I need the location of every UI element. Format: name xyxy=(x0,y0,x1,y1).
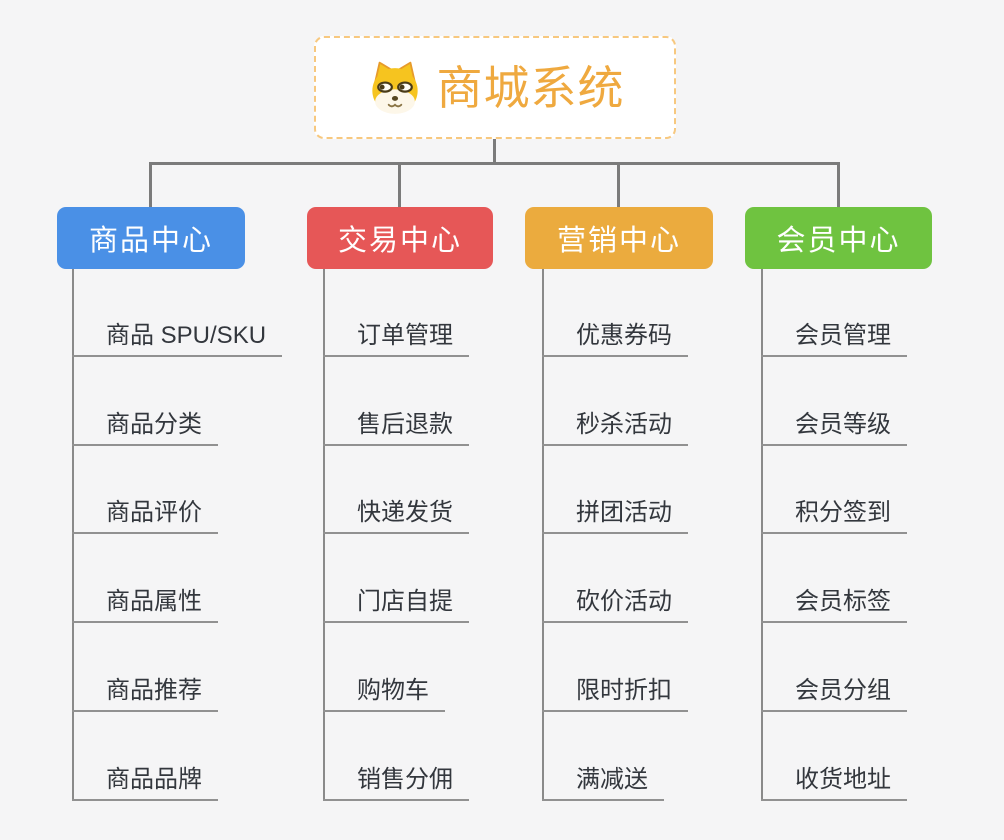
leaf-node[interactable]: 订单管理 xyxy=(323,309,469,357)
connector-root-drop xyxy=(493,137,496,164)
leaf-node[interactable]: 收货地址 xyxy=(761,753,907,801)
branch-rail xyxy=(72,269,74,801)
leaf-node[interactable]: 商品 SPU/SKU xyxy=(72,309,283,357)
connector-branch-drop xyxy=(837,162,840,207)
branch-node-trade[interactable]: 交易中心 xyxy=(307,207,493,269)
leaf-node[interactable]: 售后退款 xyxy=(323,398,469,446)
connector-branch-drop xyxy=(617,162,620,207)
leaf-node[interactable]: 商品分类 xyxy=(72,398,218,446)
leaf-node[interactable]: 商品评价 xyxy=(72,486,218,534)
leaf-node[interactable]: 商品属性 xyxy=(72,575,218,623)
leaf-node[interactable]: 优惠券码 xyxy=(542,309,688,357)
leaf-node[interactable]: 会员标签 xyxy=(761,575,907,623)
leaf-node[interactable]: 积分签到 xyxy=(761,486,907,534)
leaf-node[interactable]: 满减送 xyxy=(542,753,664,801)
connector-branch-drop xyxy=(149,162,152,207)
leaf-node[interactable]: 限时折扣 xyxy=(542,664,688,712)
leaf-node[interactable]: 秒杀活动 xyxy=(542,398,688,446)
branch-node-marketing[interactable]: 营销中心 xyxy=(525,207,713,269)
leaf-node[interactable]: 拼团活动 xyxy=(542,486,688,534)
leaf-node[interactable]: 会员分组 xyxy=(761,664,907,712)
leaf-node[interactable]: 砍价活动 xyxy=(542,575,688,623)
connector-trunk xyxy=(149,162,840,165)
leaf-node[interactable]: 快递发货 xyxy=(323,486,469,534)
shiba-dog-face-icon xyxy=(366,59,424,117)
branch-node-products[interactable]: 商品中心 xyxy=(57,207,245,269)
connector-branch-drop xyxy=(398,162,401,207)
leaf-node[interactable]: 门店自提 xyxy=(323,575,469,623)
leaf-node[interactable]: 商品推荐 xyxy=(72,664,218,712)
leaf-node[interactable]: 商品品牌 xyxy=(72,753,218,801)
root-title: 商城系统 xyxy=(436,61,625,114)
leaf-node[interactable]: 销售分佣 xyxy=(323,753,469,801)
leaf-node[interactable]: 会员管理 xyxy=(761,309,907,357)
branch-rail xyxy=(323,269,325,801)
root-node[interactable]: 商城系统 xyxy=(314,36,676,139)
leaf-node[interactable]: 会员等级 xyxy=(761,398,907,446)
branch-rail xyxy=(542,269,544,801)
branch-node-members[interactable]: 会员中心 xyxy=(745,207,932,269)
branch-rail xyxy=(761,269,763,801)
leaf-node[interactable]: 购物车 xyxy=(323,664,445,712)
